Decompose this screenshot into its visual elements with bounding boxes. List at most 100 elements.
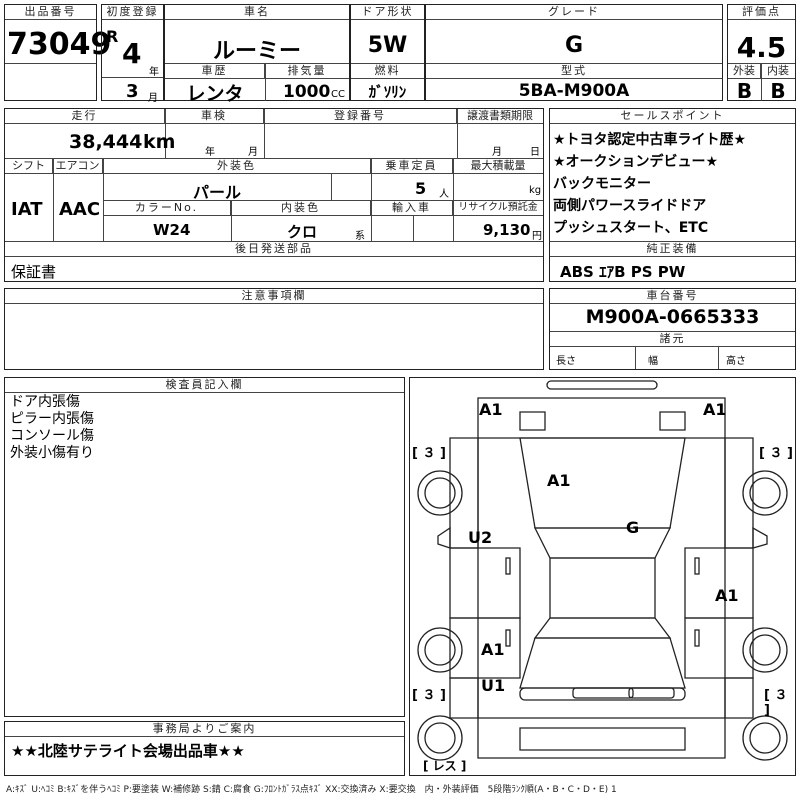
damage-mark-rear: U1 [481,676,506,695]
transfer-month-unit: 月 [492,147,502,158]
sales-points-list: ★トヨタ認定中古車ライト歴★ ★オークションデビュー★ バックモニター 両側パワ… [553,129,793,239]
tire-tread-rear-left: [ ３ ] [412,688,446,703]
interior-label: 内装 [761,64,795,79]
tire-tread-value: ３ [774,688,788,703]
inspector-block: 検査員記入欄 ドア内張傷 ピラー内張傷 コンソール傷 外装小傷有り [4,377,405,717]
air-conditioner: AAC [59,199,101,220]
era: R [106,27,119,46]
car-name-cell: 車名 ルーミー 車歴 排気量 レンタ 1000 CC [164,4,350,105]
model: 5BA-M900A [518,81,630,101]
exterior-label: 外装 [728,64,761,79]
color-number-label: カラーNo. [103,201,231,216]
capacity: 5 [415,179,427,198]
inspector-note: 外装小傷有り [10,445,94,461]
sales-point-item: バックモニター [553,176,651,192]
tire-tread-rear-right: [ ３ ] [764,688,788,718]
sales-point-item: ★オークションデビュー★ [553,154,719,170]
damage-mark-front-right: A1 [703,400,727,419]
inspection-year-unit: 年 [205,147,215,158]
inspector-notes: ドア内張傷 ピラー内張傷 コンソール傷 外装小傷有り [10,394,94,462]
damage-mark-left-door: U2 [468,528,493,547]
cc-unit: CC [331,89,345,100]
inspector-note: コンソール傷 [10,428,94,444]
shift-label: シフト [5,159,53,174]
grade-label: グレード [426,5,722,20]
tire-tread-value: ３ [422,446,436,461]
person-unit: 人 [439,189,449,200]
interior-color-label: 内装色 [231,201,371,216]
inspection-month-unit: 月 [248,147,258,158]
damage-mark-right-door: A1 [715,586,739,605]
model-label: 型式 [426,64,722,79]
inspector-note: ドア内張傷 [10,394,80,410]
chassis-label: 車台番号 [550,289,795,304]
transfer-doc-label: 譲渡書類期限 [457,109,543,124]
door-label: ドア形状 [351,5,424,20]
ac-label: エアコン [53,159,103,174]
damage-mark-hood: A1 [547,471,571,490]
km-unit: km [143,131,176,153]
mileage: 38,444 [69,131,143,153]
grade: G [564,33,584,58]
history-label: 車歴 [165,64,265,79]
legend: A:ｷｽﾞ U:ﾍｺﾐ B:ｷｽﾞを伴うﾍｺﾐ P:要塗装 W:補修跡 S:錆 … [6,785,617,795]
sales-points-block: セールスポイント ★トヨタ認定中古車ライト歴★ ★オークションデビュー★ バック… [549,108,796,282]
lot-number: 73049 [7,27,112,62]
registration-cell: 初度登録 R 4 年 3 月 [101,4,164,104]
office-message: ★★北陸サテライト会場出品車★★ [11,742,245,760]
height-label: 高さ [726,356,746,367]
score: 4.5 [736,31,787,64]
spare-tire: [ レス ] [423,759,467,773]
score-label: 評価点 [728,5,795,20]
history: レンタ [186,83,244,105]
displacement: 1000 [283,82,331,102]
damage-mark-rear-left: A1 [481,640,505,659]
damage-mark-front-left: A1 [479,400,503,419]
year-unit: 年 [149,67,159,78]
inspection-label: 車検 [165,109,264,124]
kei-unit: 系 [355,231,365,242]
inspector-label: 検査員記入欄 [5,378,404,393]
registration-label: 初度登録 [102,5,163,20]
fuel-label: 燃料 [351,64,424,79]
tire-tread-front-left: [ ３ ] [412,446,446,461]
score-cell: 評価点 4.5 外装 内装 B B [727,4,796,103]
notes-label: 注意事項欄 [5,289,543,304]
spare-tire-value: レス [432,759,457,773]
car-name-label: 車名 [165,5,349,20]
grade-cell: グレード G 型式 5BA-M900A [425,4,723,101]
tire-tread-value: ３ [422,688,436,703]
door-type: 5W [367,33,408,58]
interior-color: クロ [287,223,318,241]
sales-point-item: 両側パワースライドドア [553,198,707,214]
chassis-number: M900A-0665333 [585,306,760,328]
import-label: 輸入車 [371,201,453,216]
kg-unit: kg [529,185,542,196]
registration-year: 4 [122,37,142,70]
inspector-note: ピラー内張傷 [10,411,94,427]
capacity-label: 乗車定員 [371,159,453,174]
mileage-label: 走行 [5,109,165,124]
recycle-label: リサイクル預託金 [453,201,543,216]
sales-points-label: セールスポイント [550,109,795,124]
registration-number-label: 登録番号 [264,109,457,124]
car-name: ルーミー [212,39,301,64]
color-number: W24 [153,221,191,239]
registration-month: 3 [126,81,139,102]
width-label: 幅 [648,356,658,367]
damage-mark-windshield: G [626,518,640,537]
door-cell: ドア形状 5W 燃料 ｶﾞｿﾘﾝ [350,4,425,101]
transfer-day-unit: 日 [530,147,540,158]
exterior-color-label: 外装色 [103,159,371,174]
later-parts-label: 後日発送部品 [5,242,543,257]
later-parts: 保証書 [11,263,57,281]
vehicle-details-block: 走行 車検 登録番号 譲渡書類期限 38,444 km 年 月 月 日 シフト … [4,108,544,282]
shift: IAT [11,199,43,220]
recycle-fee: 9,130 [483,221,531,239]
car-diagram: A1 A1 A1 G U2 A1 A1 U1 [ ３ ] [ ３ ] [ ３ ]… [409,377,796,776]
car-diagram-svg [417,380,788,761]
interior-grade: B [770,79,786,103]
tire-tread-value: ３ [769,446,783,461]
equipment-label: 純正装備 [550,242,795,257]
chassis-block: 車台番号 M900A-0665333 諸元 長さ 幅 高さ [549,288,796,370]
